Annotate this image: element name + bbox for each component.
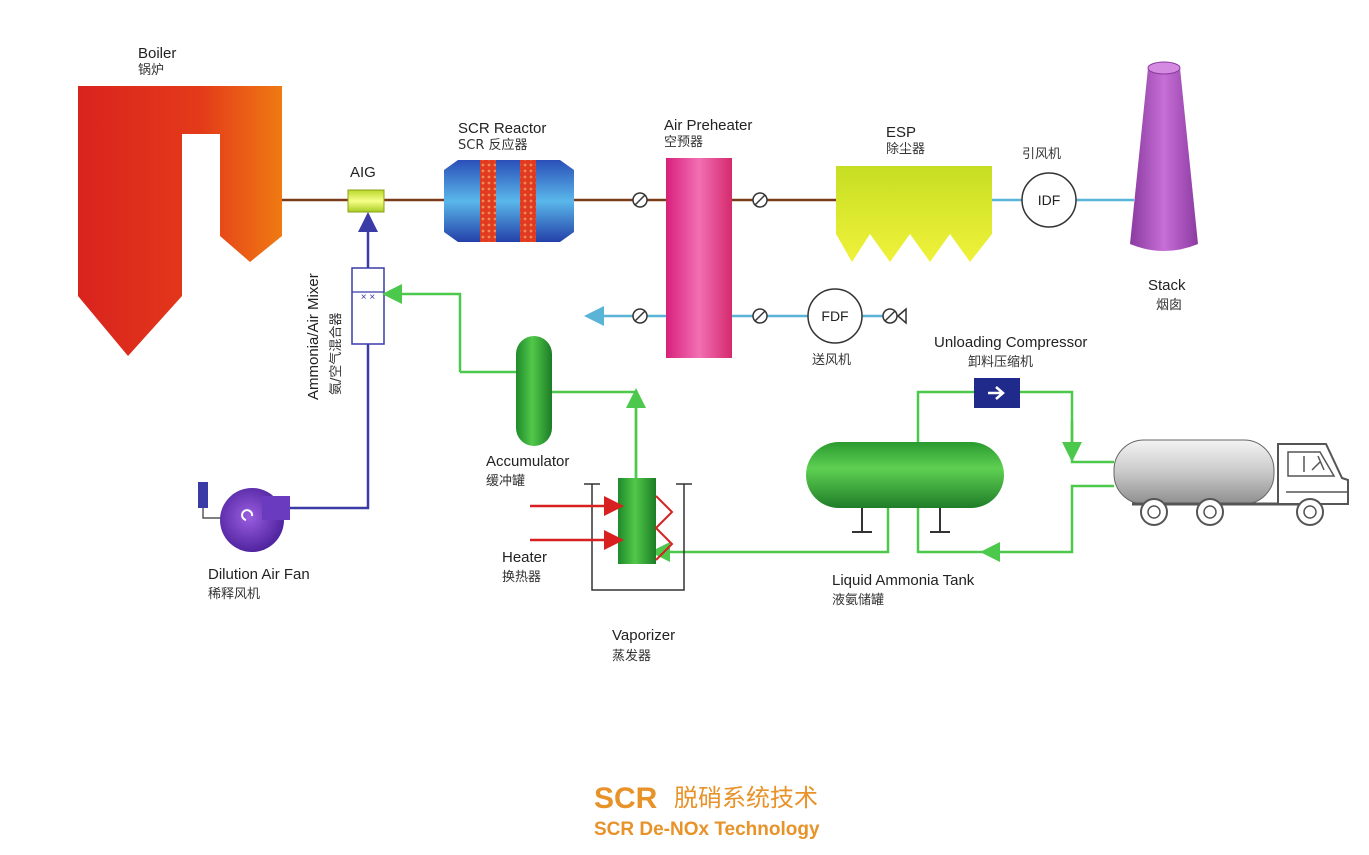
- idf-label-cn: 引风机: [1022, 147, 1061, 162]
- ammonia-air-mixer-label: Ammonia/Air Mixer: [305, 273, 322, 400]
- footer-title: SCR: [594, 782, 658, 815]
- scr-reactor: [444, 160, 574, 242]
- svg-text:× ×: × ×: [361, 292, 376, 303]
- accumulator-label-cn: 缓冲罐: [486, 474, 525, 489]
- damper-icon: [632, 192, 648, 208]
- heater-label-cn: 换热器: [502, 570, 541, 585]
- air-preheater-label: Air Preheater: [664, 117, 752, 134]
- vaporizer-label-cn: 蒸发器: [612, 648, 651, 664]
- air-inlet-silencer-icon: [882, 307, 907, 325]
- idf-label: IDF: [1038, 192, 1061, 208]
- stack: [1130, 61, 1198, 251]
- heater-inlet-arrows: [530, 496, 624, 550]
- esp: [836, 166, 992, 262]
- footer-title-cn: 脱硝系统技术: [674, 784, 818, 812]
- ammonia-gas-line: [382, 284, 646, 480]
- stack-label: Stack: [1148, 277, 1186, 294]
- unloading-compressor-label-cn: 卸料压缩机: [968, 354, 1033, 370]
- aig-box: [347, 189, 385, 213]
- damper-icon: [752, 308, 768, 324]
- dilution-air-line: [288, 212, 378, 510]
- ammonia-tanker-truck-icon: [1113, 439, 1349, 526]
- heater-label: Heater: [502, 549, 547, 566]
- dilution-air-fan-label-cn: 稀释风机: [208, 587, 260, 602]
- liquid-ammonia-tank-label-cn: 液氨储罐: [832, 593, 884, 608]
- stack-label-cn: 烟囱: [1156, 298, 1182, 313]
- footer-subtitle: SCR De-NOx Technology: [594, 819, 820, 840]
- fdf-label: FDF: [821, 308, 848, 324]
- boiler-label-cn: 锅炉: [138, 62, 164, 78]
- idf-fan: [1021, 172, 1077, 228]
- aig-label: AIG: [350, 164, 376, 181]
- boiler-label: Boiler: [138, 45, 176, 62]
- liquid-ammonia-tank-label: Liquid Ammonia Tank: [832, 572, 975, 589]
- damper-icon: [752, 192, 768, 208]
- esp-label-cn: 除尘器: [886, 142, 925, 157]
- unloading-compressor-label: Unloading Compressor: [934, 334, 1087, 351]
- dilution-air-fan-label: Dilution Air Fan: [208, 566, 310, 583]
- ammonia-air-mixer-label-cn: 氨/空气混合器: [328, 313, 344, 395]
- unloading-compressor: [974, 378, 1020, 408]
- accumulator: [516, 336, 552, 446]
- boiler: [78, 86, 282, 356]
- damper-icon: [632, 308, 648, 324]
- esp-label: ESP: [886, 124, 916, 141]
- vaporizer-label: Vaporizer: [612, 627, 675, 644]
- air-preheater: [666, 158, 732, 358]
- liquid-ammonia-line: [650, 390, 1114, 562]
- accumulator-label: Accumulator: [486, 453, 569, 470]
- vaporizer: [584, 478, 692, 591]
- fdf-label-cn: 送风机: [812, 353, 851, 368]
- scr-reactor-label: SCR Reactor: [458, 120, 546, 137]
- liquid-ammonia-tank: [806, 442, 1004, 533]
- dilution-air-fan: [198, 482, 290, 552]
- air-preheater-label-cn: 空预器: [664, 135, 703, 150]
- fdf-fan: [807, 288, 863, 344]
- ammonia-air-mixer: × ×: [351, 267, 385, 345]
- scr-reactor-label-cn: SCR 反应器: [458, 137, 528, 153]
